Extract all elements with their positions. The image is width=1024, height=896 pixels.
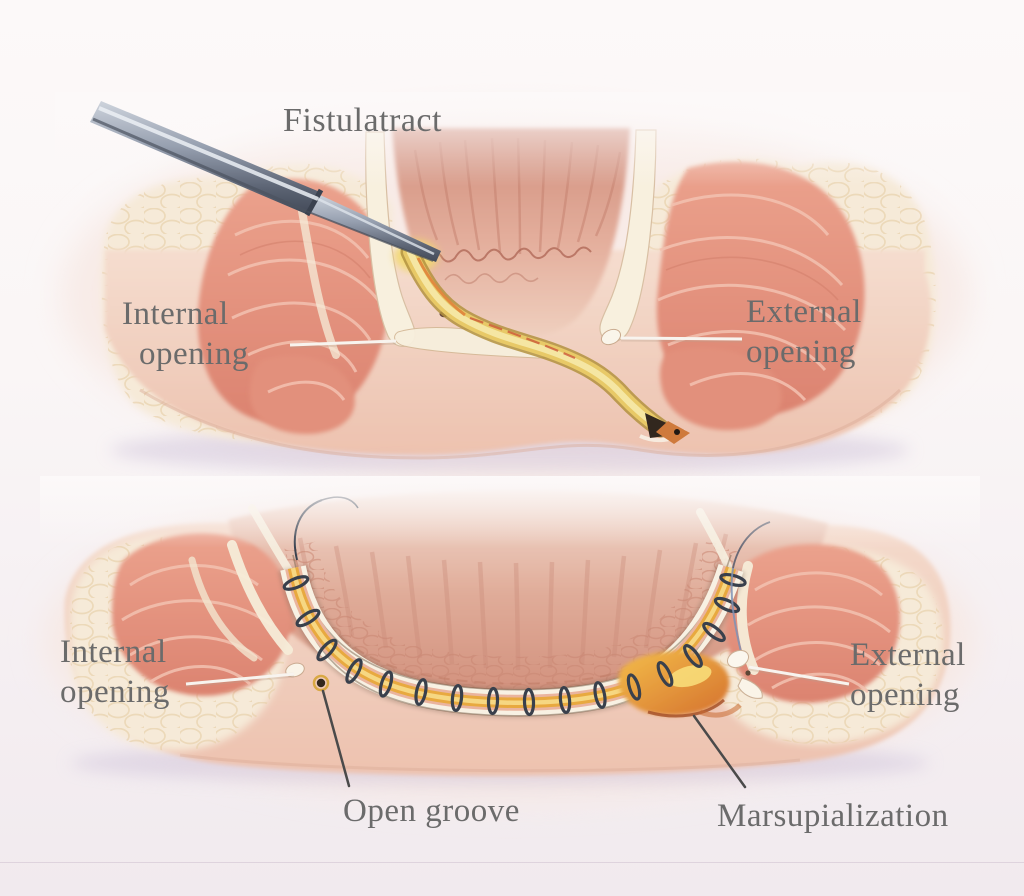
top-panel-fistula-probe — [55, 92, 970, 480]
suture-loops — [282, 572, 747, 717]
fistula-tract — [394, 240, 690, 444]
bottom-panel-marsupialization — [40, 476, 980, 800]
scan-artifact-line — [0, 862, 1024, 863]
label-line: opening — [60, 674, 170, 710]
top-panel-pointer-lines — [289, 336, 743, 349]
label-fistula-tract: Fistulatract — [283, 102, 442, 139]
pointer-open-groove — [321, 689, 351, 788]
sphincter-left-bottom — [112, 533, 293, 696]
internal-opening-bottom — [285, 662, 330, 692]
label-external-opening-bottom: External opening — [850, 635, 966, 715]
sphincter-left — [197, 178, 389, 435]
external-opening-bottom — [726, 649, 763, 699]
label-open-groove: Open groove — [343, 793, 520, 829]
label-line: Internal — [122, 296, 229, 332]
label-internal-opening-top: Internal opening — [122, 294, 249, 374]
granulation-tissue — [618, 651, 742, 718]
label-line: External — [746, 294, 862, 330]
bottom-panel-fade — [40, 476, 980, 548]
label-internal-opening-bottom: Internal opening — [60, 632, 170, 712]
bottom-panel-pointer-lines — [185, 665, 850, 789]
fistula-probe — [90, 101, 441, 262]
sphincter-right — [656, 161, 865, 431]
pointer-internal-opening-bottom — [185, 672, 295, 686]
pointer-marsupialization — [692, 714, 747, 789]
label-external-opening-top: External opening — [746, 292, 862, 372]
dentate-line-2 — [444, 272, 539, 285]
dentate-line — [424, 246, 592, 263]
sphincter-right-bottom — [726, 543, 901, 703]
external-opening-target-top — [600, 328, 622, 346]
probe-ferrule — [304, 188, 324, 217]
muscle-striations — [747, 571, 891, 694]
pointer-external-opening-top — [620, 336, 743, 341]
label-line: opening — [139, 336, 249, 372]
pointer-internal-opening-top — [289, 339, 397, 347]
label-line: opening — [850, 677, 960, 713]
mucosa-pebble-band — [284, 539, 738, 689]
pointer-external-opening-bottom — [748, 665, 850, 686]
label-line: External — [850, 637, 966, 673]
label-line: opening — [746, 334, 856, 370]
label-line: Internal — [60, 634, 167, 670]
label-marsupialization: Marsupialization — [717, 798, 949, 834]
